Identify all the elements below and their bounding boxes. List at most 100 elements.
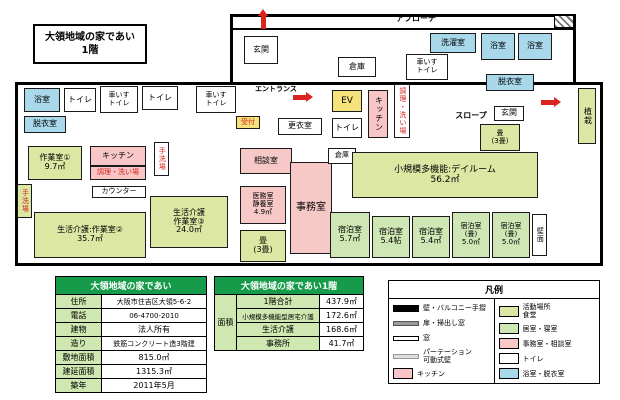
area-row-value: 437.9㎡: [319, 294, 364, 309]
room-tearaiba-left: 手洗場: [17, 184, 32, 218]
legend-label: 居室・寝室: [522, 324, 558, 333]
partition-swatch-icon: [393, 353, 419, 359]
room-tatami-left: 畳(3畳): [240, 230, 286, 262]
info-row-label: 電話: [55, 308, 102, 323]
room-datsuishitsu-right: 脱衣室: [486, 74, 534, 91]
info-row-label: 造り: [55, 336, 102, 351]
legend-right-col: 活動場所食堂居室・寝室事務室・相談室トイレ浴室・脱衣室: [493, 299, 600, 384]
info-row-label: 建延面積: [55, 364, 102, 379]
legend-label: トイレ: [522, 354, 544, 363]
room-souko-mid: 倉庫: [328, 148, 356, 164]
room-toilet-mid: トイレ: [332, 118, 362, 138]
room-soudanshitsu: 相談室: [240, 148, 292, 174]
room-hekimen: 壁面: [532, 214, 547, 256]
activity-swatch-icon: [498, 305, 519, 317]
room-yokushitsu-top-b: 浴室: [518, 33, 552, 60]
legend-title: 凡例: [389, 281, 599, 299]
room-tatami-right: 畳(3畳): [480, 124, 520, 151]
area-row-value: 41.7㎡: [319, 336, 364, 351]
toilet-swatch-icon: [498, 353, 519, 365]
legend-item-activity: 活動場所食堂: [495, 301, 600, 321]
plan-title-line1: 大領地域の家であい: [45, 32, 135, 43]
room-genkan-right: 玄関: [494, 106, 524, 121]
room-chouri-araiba-left: 調理・洗い場: [90, 166, 146, 180]
room-entrance-label: エントランス: [255, 85, 297, 94]
legend-label: 浴室・脱衣室: [522, 369, 565, 378]
legend: 凡例 壁・バルコニー手摺扉・掃出し窓窓パーテーション可動式壁キッチン 活動場所食…: [388, 280, 600, 385]
room-shokusai: 植栽: [578, 88, 596, 144]
room-shukuhaku-5: 宿泊室(畳)5.0㎡: [492, 212, 530, 258]
room-uketsuke: 受付: [236, 116, 260, 129]
area-row-value: 172.6㎡: [319, 308, 364, 323]
info-row-label: 敷地面積: [55, 350, 102, 365]
arrow-right-icon: [541, 97, 561, 107]
legend-label: キッチン: [417, 369, 445, 378]
info-row-label: 築年: [55, 378, 102, 393]
area-merged-label: 面積: [214, 294, 237, 351]
area-row-label: 小規模多機能型居宅介護: [236, 308, 320, 323]
room-toilet-left-2: トイレ: [142, 86, 178, 110]
legend-item-window: 窓: [389, 331, 494, 346]
room-tearaiba-mid: 手洗場: [154, 142, 169, 176]
arrow-up-icon: [261, 16, 266, 29]
room-kitchen-mid: キッチン: [368, 90, 388, 138]
area-row-label: 事務所: [236, 336, 320, 351]
stair-hatch: [554, 15, 574, 28]
office-swatch-icon: [498, 338, 519, 350]
door-swatch-icon: [393, 321, 419, 326]
info-row-label: 建物: [55, 322, 102, 337]
legend-item-office: 事務室・相談室: [495, 336, 600, 351]
info-row-value: 06-4700-2010: [101, 308, 207, 323]
room-sentakushitsu: 洗濯室: [430, 33, 476, 53]
legend-item-bath: 浴室・脱衣室: [495, 366, 600, 381]
info-row-value: 815.0㎡: [101, 350, 207, 365]
legend-label: 壁・バルコニー手摺: [423, 304, 486, 313]
info-row-value: 大阪市住吉区大領5-6-2: [101, 294, 207, 309]
legend-label: 扉・掃出し窓: [423, 319, 465, 328]
info-row: 造り鉄筋コンクリート造3階建: [55, 336, 207, 351]
room-wheelchair-toilet-left-2: 車いすトイレ: [196, 86, 236, 113]
room-approach-label: アプローチ: [396, 14, 436, 24]
legend-item-kitchen: キッチン: [389, 366, 494, 381]
area-table-title: 大領地域の家であい1階: [214, 276, 364, 295]
room-kouishitsu: 更衣室: [278, 118, 322, 135]
info-row: 建物法人所有: [55, 322, 207, 337]
arrow-right-icon: [293, 92, 313, 102]
legend-item-toilet: トイレ: [495, 351, 600, 366]
legend-left-col: 壁・バルコニー手摺扉・掃出し窓窓パーテーション可動式壁キッチン: [389, 299, 494, 383]
legend-label: 窓: [423, 334, 430, 343]
bath-swatch-icon: [498, 368, 519, 380]
room-wheelchair-toilet-top: 車いすトイレ: [406, 54, 448, 80]
info-row-value: 法人所有: [101, 322, 207, 337]
info-table-title: 大領地域の家であい: [55, 276, 207, 295]
approach-wall: [232, 28, 574, 30]
info-row-value: 2011年5月: [101, 378, 207, 393]
room-yokushitsu-top-a: 浴室: [481, 33, 515, 60]
window-swatch-icon: [393, 336, 419, 341]
legend-item-room: 居室・寝室: [495, 321, 600, 336]
legend-label: 事務室・相談室: [522, 339, 572, 348]
info-row-label: 住所: [55, 294, 102, 309]
room-slope-label: スロープ: [455, 110, 487, 120]
legend-item-wall: 壁・バルコニー手摺: [389, 301, 494, 316]
room-yokushitsu-left: 浴室: [24, 88, 60, 112]
